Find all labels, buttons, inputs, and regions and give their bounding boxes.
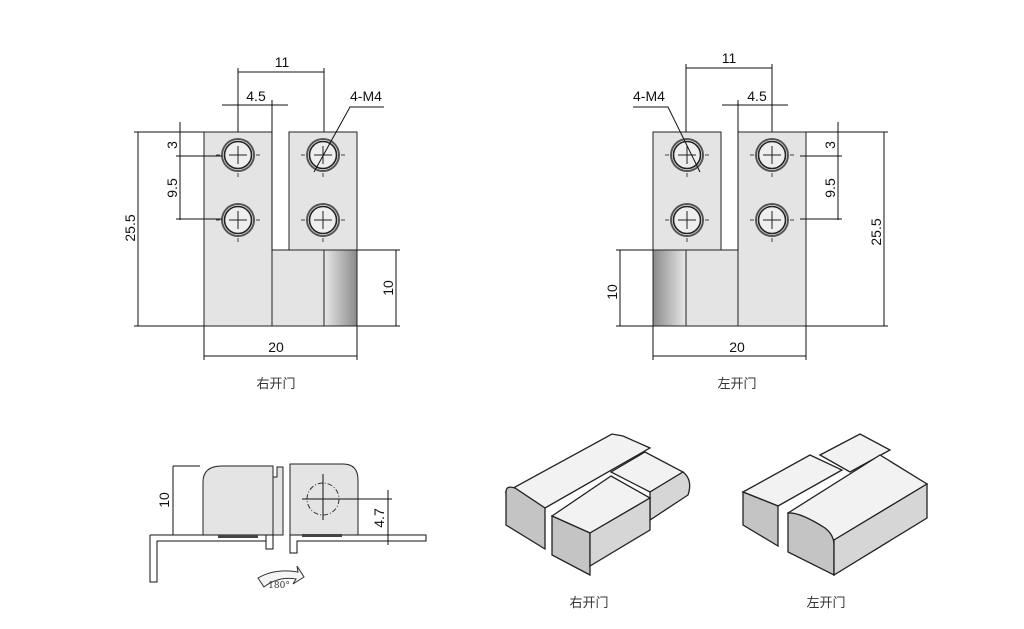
knuckle-shaded xyxy=(652,249,687,327)
dim-base: 10 xyxy=(604,284,620,300)
knuckle-shaded xyxy=(323,249,358,327)
dim-top: 3 xyxy=(822,141,838,149)
caption: 右开门 xyxy=(256,377,295,392)
rotation-label: 180° xyxy=(268,581,290,591)
front-view-right-opening: 11 4.5 4-M4 3 9.5 25.5 10 20 右开门 xyxy=(122,54,400,392)
dim-pitch: 9.5 xyxy=(822,178,838,198)
caption: 左开门 xyxy=(717,377,756,392)
dim-width: 20 xyxy=(268,339,284,355)
thread-label: 4-M4 xyxy=(633,88,665,104)
thread-label: 4-M4 xyxy=(350,88,382,104)
dim-offset: 4.5 xyxy=(246,88,266,104)
iso-view-left-opening: 左开门 xyxy=(741,433,929,611)
dim-base: 10 xyxy=(380,280,396,296)
dim-width: 20 xyxy=(729,339,745,355)
dim-height: 10 xyxy=(156,492,172,508)
dim-height: 25.5 xyxy=(122,214,138,241)
dim-spacing: 11 xyxy=(722,50,737,66)
dim-top: 3 xyxy=(164,141,180,149)
dim-spacing: 11 xyxy=(275,54,290,70)
knuckle xyxy=(271,249,325,327)
knuckle xyxy=(685,249,739,327)
iso-view-right-opening: 右开门 xyxy=(504,433,691,611)
caption: 右开门 xyxy=(569,596,608,611)
front-view-left-opening: 11 4.5 4-M4 3 9.5 25.5 10 20 左开门 xyxy=(604,50,888,392)
dim-offset: 4.5 xyxy=(747,88,767,104)
caption: 左开门 xyxy=(806,596,845,611)
dim-height: 25.5 xyxy=(868,218,884,245)
rotate-arrow-icon xyxy=(257,565,305,588)
dim-pitch: 9.5 xyxy=(164,178,180,198)
side-view: 10 4.7 180° xyxy=(149,463,427,591)
dim-hole: 4.7 xyxy=(371,508,387,528)
